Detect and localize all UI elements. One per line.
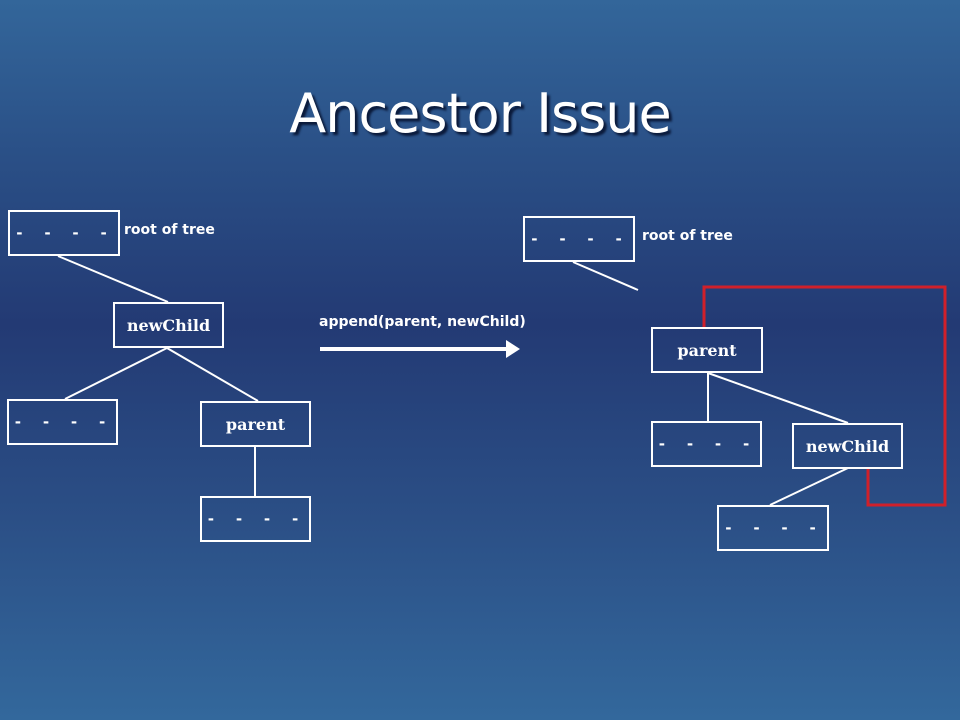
after-left-child-node: - - - - (651, 421, 762, 467)
edge-newchild-left (64, 347, 168, 400)
slide-title: Ancestor Issue (289, 82, 671, 145)
operation-arrow-head (506, 340, 520, 358)
edge-root-broken (572, 261, 639, 291)
before-left-child-node: - - - - (7, 399, 118, 445)
before-newchild-node: newChild (113, 302, 224, 348)
edge-newchild-child (769, 467, 849, 506)
before-parent-child-node: - - - - (200, 496, 311, 542)
before-parent-node: parent (200, 401, 311, 447)
after-parent-node: parent (651, 327, 763, 373)
after-root-label: root of tree (642, 228, 733, 244)
after-newchild-child-node: - - - - (717, 505, 829, 551)
edge-root-newchild (57, 255, 169, 303)
edge-newchild-parent (166, 347, 259, 402)
after-newchild-node: newChild (792, 423, 903, 469)
cycle-highlight-outline (702, 285, 947, 507)
edge-parent-newchild (707, 372, 849, 424)
after-root-node: - - - - (523, 216, 635, 262)
before-root-label: root of tree (124, 222, 215, 238)
operation-label: append(parent, newChild) (319, 314, 526, 330)
before-root-node: - - - - (8, 210, 120, 256)
